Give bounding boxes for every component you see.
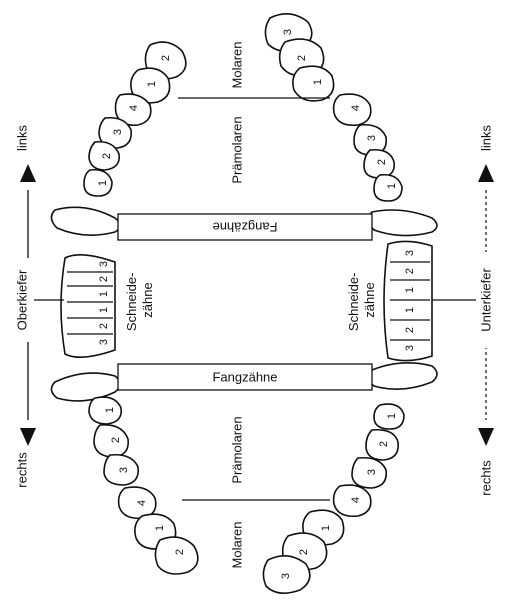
tooth-number: 2 bbox=[101, 153, 113, 159]
tooth-number: 1 bbox=[312, 79, 324, 85]
upper-jaw-label-bg bbox=[12, 258, 34, 342]
upper-right-molar-2 bbox=[154, 536, 199, 575]
incisor-number: 2 bbox=[98, 276, 110, 282]
lower-left-molar-1 bbox=[292, 65, 335, 102]
upper-jaw-label: Oberkiefer bbox=[15, 269, 30, 330]
lower-left-premolar-1 bbox=[373, 173, 403, 202]
tooth-number: 2 bbox=[298, 549, 310, 555]
lower-right-premolar-1 bbox=[373, 403, 405, 430]
upper-incisors bbox=[60, 254, 116, 358]
tooth-number: 1 bbox=[386, 183, 398, 189]
group-labels: Fangzähne Fangzähne Molaren Prämolaren P… bbox=[28, 42, 486, 569]
right-label-lower: rechts bbox=[479, 460, 494, 496]
premolars-label-bottom: Prämolaren bbox=[230, 416, 245, 483]
tooth-number: 1 bbox=[320, 525, 332, 531]
upper-left-premolar-4 bbox=[114, 93, 152, 127]
right-label-upper: rechts bbox=[15, 452, 30, 488]
lower-left-canine bbox=[367, 209, 438, 237]
incisor-number: 2 bbox=[404, 327, 416, 333]
tooth-number: 2 bbox=[378, 441, 390, 447]
incisors-label-lower: Schneide- zähne bbox=[346, 269, 377, 331]
tooth-number: 2 bbox=[376, 159, 388, 165]
arrow-down-icon bbox=[478, 428, 494, 446]
incisor-number: 1 bbox=[98, 307, 110, 313]
upper-right-premolar-3 bbox=[103, 453, 140, 486]
upper-left-premolar-1 bbox=[83, 168, 113, 197]
lower-right-canine bbox=[367, 362, 438, 390]
lower-right-premolar-4 bbox=[332, 484, 372, 518]
lower-jaw-label-bg bbox=[476, 252, 498, 348]
lower-right-molar-3 bbox=[262, 555, 311, 594]
incisor-number: 3 bbox=[98, 261, 110, 267]
lower-jaw-arch bbox=[262, 13, 438, 594]
upper-left-premolar-2 bbox=[88, 140, 121, 171]
molars-label-bottom: Molaren bbox=[230, 522, 245, 569]
tooth-number: 4 bbox=[350, 497, 362, 503]
upper-left-premolar-3 bbox=[98, 116, 133, 149]
incisor-number: 3 bbox=[404, 345, 416, 351]
tooth-number: 3 bbox=[112, 129, 124, 135]
tooth-number: 3 bbox=[282, 29, 294, 35]
lower-right-premolar-3 bbox=[351, 456, 388, 489]
incisors-label-upper-line1: Schneide- bbox=[124, 273, 139, 332]
molars-label-top: Molaren bbox=[230, 42, 245, 89]
canines-label-bottom: Fangzähne bbox=[212, 370, 277, 385]
tooth-number: 2 bbox=[160, 55, 172, 61]
incisor-number: 1 bbox=[404, 307, 416, 313]
tooth-numbers: 3 2 1 1 2 3 3 2 1 1 2 3 1 2 3 4 1 2 1 2 … bbox=[97, 29, 416, 579]
tooth-number: 1 bbox=[97, 180, 109, 186]
incisor-number: 1 bbox=[98, 291, 110, 297]
incisor-number: 2 bbox=[404, 268, 416, 274]
tooth-number: 4 bbox=[136, 500, 148, 506]
upper-jaw-arch bbox=[50, 41, 199, 575]
upper-right-canine bbox=[50, 372, 121, 402]
upper-jaw-axis: links rechts Oberkiefer bbox=[12, 125, 36, 488]
upper-left-canine bbox=[50, 206, 121, 236]
tooth-number: 1 bbox=[104, 407, 116, 413]
tooth-number: 3 bbox=[366, 469, 378, 475]
incisor-number: 2 bbox=[98, 323, 110, 329]
arrow-up-icon bbox=[20, 164, 36, 182]
arrow-down-icon bbox=[20, 428, 36, 446]
tooth-number: 3 bbox=[280, 573, 292, 579]
tooth-number: 4 bbox=[350, 105, 362, 111]
left-label-upper: links bbox=[15, 125, 30, 152]
incisor-number: 3 bbox=[404, 250, 416, 256]
tooth-number: 4 bbox=[128, 105, 140, 111]
lower-jaw-label: Unterkiefer bbox=[479, 268, 494, 332]
tooth-number: 1 bbox=[386, 413, 398, 419]
lower-incisors bbox=[383, 240, 433, 362]
incisors-label-lower-line1: Schneide- bbox=[346, 273, 361, 332]
incisors-label-lower-line2: zähne bbox=[362, 282, 377, 317]
lower-left-premolar-4 bbox=[332, 93, 372, 127]
incisor-number: 1 bbox=[404, 287, 416, 293]
tooth-number: 2 bbox=[296, 55, 308, 61]
tooth-number: 1 bbox=[146, 81, 158, 87]
incisor-number: 3 bbox=[98, 339, 110, 345]
tooth-number: 3 bbox=[118, 467, 130, 473]
premolars-label-top: Prämolaren bbox=[230, 116, 245, 183]
tooth-number: 3 bbox=[366, 135, 378, 141]
arrow-up-icon bbox=[478, 164, 494, 182]
left-label-lower: links bbox=[479, 125, 494, 152]
lower-jaw-axis: links rechts Unterkiefer bbox=[476, 125, 498, 496]
upper-right-premolar-1 bbox=[88, 396, 123, 425]
upper-left-molar-1 bbox=[130, 67, 171, 104]
canine-bar-bottom bbox=[117, 363, 373, 391]
tooth-number: 2 bbox=[110, 437, 122, 443]
tooth-number: 2 bbox=[174, 549, 186, 555]
incisors-label-upper-line2: zähne bbox=[140, 282, 155, 317]
canine-bar-top bbox=[117, 213, 373, 241]
lower-right-premolar-2 bbox=[365, 428, 400, 461]
tooth-number: 1 bbox=[154, 525, 166, 531]
incisors-label-upper: Schneide- zähne bbox=[124, 269, 155, 331]
canines-label-top: Fangzähne bbox=[212, 220, 277, 235]
